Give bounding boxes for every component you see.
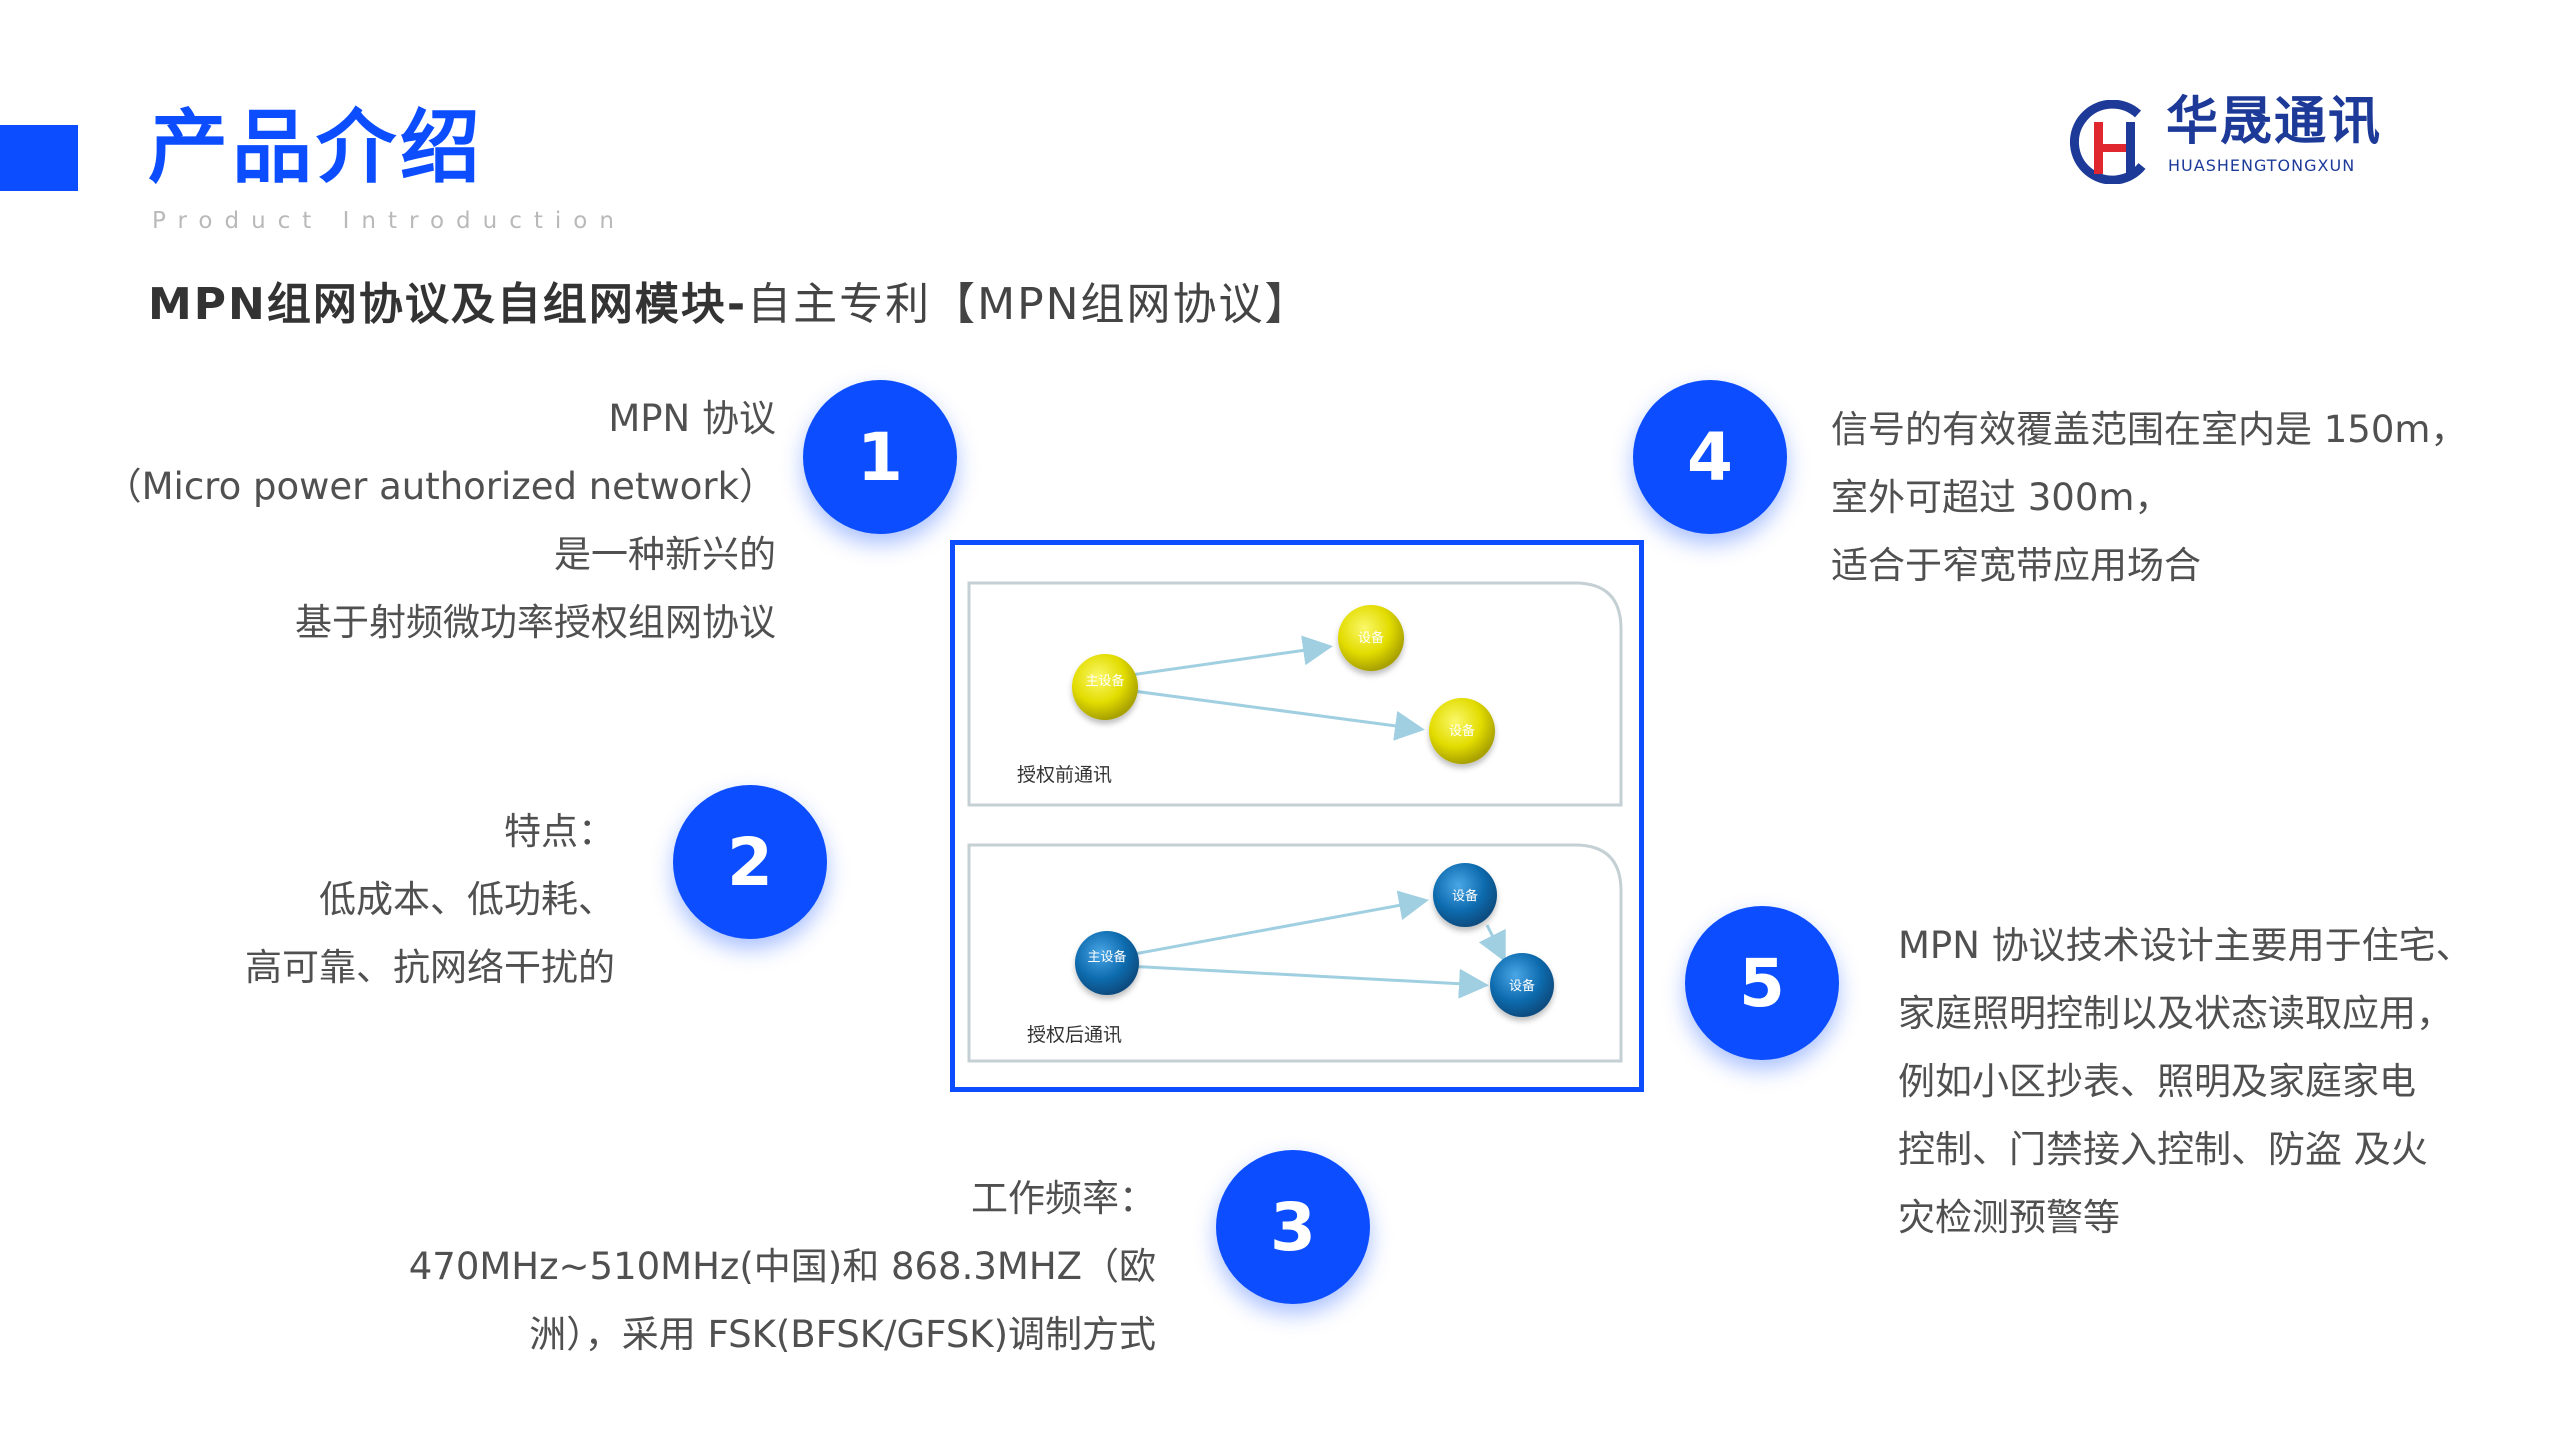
item-3-line: 洲），采用 FSK(BFSK/GFSK)调制方式 — [529, 1313, 1156, 1356]
number-badge-2: 2 — [673, 785, 827, 939]
item-1-line: 基于射频微功率授权组网协议 — [295, 601, 776, 644]
master-node-label: 主设备 — [1087, 949, 1126, 965]
device-node-label: 设备 — [1449, 723, 1475, 739]
number-badge-3: 3 — [1216, 1150, 1370, 1304]
section-heading-main: MPN组网协议及自组网模块- — [148, 279, 748, 330]
device-node-label: 设备 — [1358, 630, 1384, 646]
panel-before-caption: 授权前通讯 — [1017, 764, 1112, 786]
item-1-line: （Micro power authorized network） — [104, 465, 776, 508]
item-1-line: 是一种新兴的 — [554, 533, 776, 576]
logo-name-en: HUASHENGTONGXUN — [2168, 156, 2356, 175]
section-heading: MPN组网协议及自组网模块-自主专利【MPN组网协议】 — [148, 268, 1311, 332]
item-4-line: 室外可超过 300m， — [1831, 476, 2172, 519]
item-1-text: MPN 协议 （Micro power authorized network） … — [105, 385, 776, 657]
page-title: 产品介绍 — [148, 101, 484, 194]
master-node-icon — [1072, 654, 1138, 720]
item-4-text: 信号的有效覆盖范围在室内是 150m， 室外可超过 300m， 适合于窄宽带应用… — [1831, 396, 2467, 600]
panel-after-caption: 授权后通讯 — [1027, 1024, 1122, 1046]
item-3-line: 工作频率： — [971, 1177, 1156, 1220]
item-4-line: 信号的有效覆盖范围在室内是 150m， — [1831, 408, 2468, 451]
item-5-line: 控制、门禁接入控制、防盗 及火 — [1898, 1128, 2428, 1171]
item-2-text: 特点： 低成本、低功耗、 高可靠、抗网络干扰的 — [245, 798, 615, 1002]
device-node-label: 设备 — [1509, 978, 1535, 994]
item-5-text: MPN 协议技术设计主要用于住宅、 家庭照明控制以及状态读取应用， 例如小区抄表… — [1898, 912, 2473, 1252]
logo-mark-icon — [2070, 100, 2146, 184]
device-node-label: 设备 — [1452, 888, 1478, 904]
device-node-icon — [1433, 863, 1497, 927]
item-3-text: 工作频率： 470MHz~510MHz(中国)和 868.3MHZ（欧 洲），采… — [409, 1165, 1156, 1369]
device-node-icon — [1429, 698, 1495, 764]
item-5-line: 例如小区抄表、照明及家庭家电 — [1898, 1060, 2416, 1103]
logo-name-cn: 华晟通讯 — [2166, 92, 2383, 152]
number-badge-4: 4 — [1633, 380, 1787, 534]
item-3-line: 470MHz~510MHz(中国)和 868.3MHZ（欧 — [408, 1245, 1156, 1288]
item-5-line: 家庭照明控制以及状态读取应用， — [1898, 992, 2453, 1035]
item-5-line: MPN 协议技术设计主要用于住宅、 — [1898, 924, 2473, 967]
item-2-line: 低成本、低功耗、 — [319, 878, 615, 921]
item-1-line: MPN 协议 — [608, 397, 776, 440]
item-2-line: 特点： — [504, 810, 615, 853]
item-2-line: 高可靠、抗网络干扰的 — [245, 946, 615, 989]
master-node-label: 主设备 — [1085, 673, 1124, 689]
number-badge-5: 5 — [1685, 906, 1839, 1060]
network-diagram-svg: 主设备 设备 设备 授权前通讯 主设备 设备 设备 授权后通讯 — [967, 581, 1623, 1063]
device-node-icon — [1338, 605, 1404, 671]
item-5-line: 灾检测预警等 — [1898, 1196, 2120, 1239]
page-subtitle: Product Introduction — [152, 208, 626, 234]
network-diagram: 主设备 设备 设备 授权前通讯 主设备 设备 设备 授权后通讯 — [950, 540, 1644, 1092]
device-node-icon — [1490, 953, 1554, 1017]
section-heading-suffix: 自主专利【MPN组网协议】 — [747, 279, 1311, 330]
number-badge-1: 1 — [803, 380, 957, 534]
master-node-icon — [1075, 931, 1139, 995]
company-logo: 华晟通讯 HUASHENGTONGXUN — [2068, 92, 2398, 184]
item-4-line: 适合于窄宽带应用场合 — [1831, 544, 2201, 587]
accent-bar — [0, 125, 78, 191]
